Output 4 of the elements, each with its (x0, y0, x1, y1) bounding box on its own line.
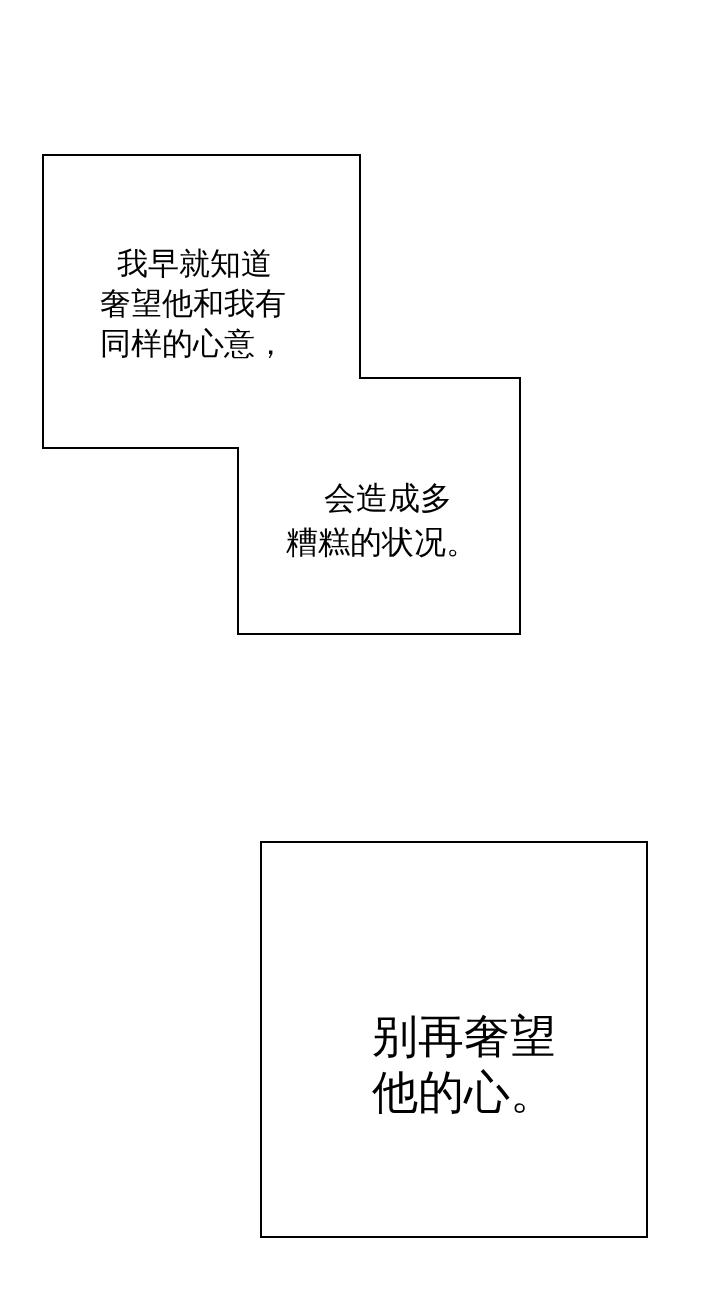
caption-text: 会造成多糟糕的状况。 (286, 478, 479, 563)
caption-text: 我早就知道奢望他和我有同样的心意， (100, 244, 287, 363)
caption-box (260, 841, 648, 1238)
caption-text: 别再奢望他的心。 (372, 1008, 557, 1120)
